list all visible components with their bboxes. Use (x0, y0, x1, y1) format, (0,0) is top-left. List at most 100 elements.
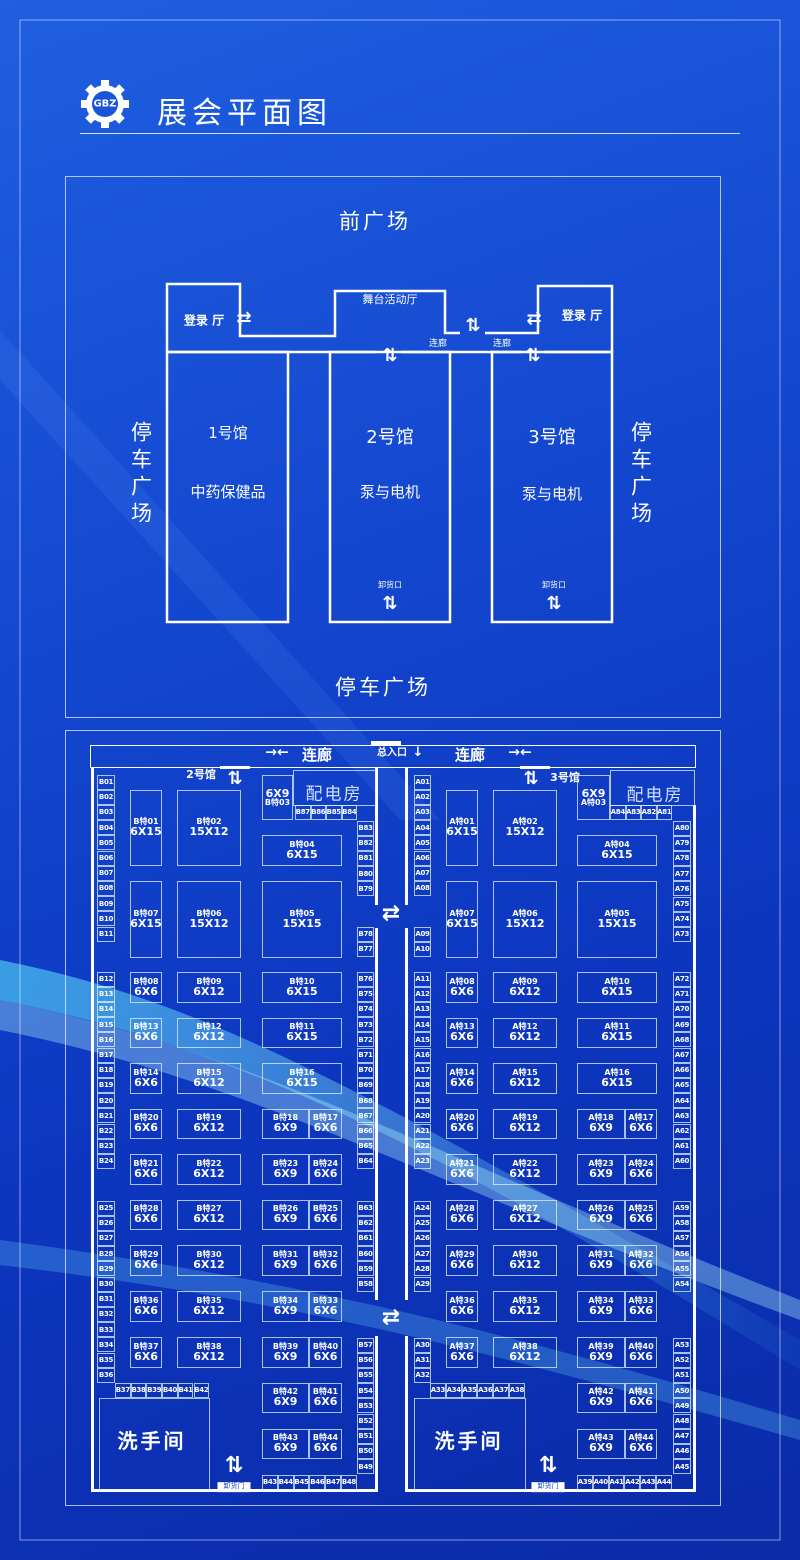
standard-booth[interactable]: A07 (414, 865, 431, 881)
standard-booth[interactable]: A08 (414, 880, 431, 896)
standard-booth[interactable]: B34 (97, 1337, 115, 1353)
standard-booth[interactable]: A57 (673, 1230, 691, 1246)
standard-booth[interactable]: A79 (673, 835, 691, 851)
standard-booth[interactable]: B84 (341, 804, 357, 820)
standard-booth[interactable]: A03 (414, 804, 431, 820)
standard-booth[interactable]: A56 (673, 1246, 691, 1262)
standard-booth[interactable]: A18 (414, 1077, 431, 1093)
standard-booth[interactable]: B33 (97, 1322, 115, 1338)
standard-booth[interactable]: B18 (97, 1062, 115, 1078)
standard-booth[interactable]: B24 (97, 1153, 115, 1169)
standard-booth[interactable]: B20 (97, 1093, 115, 1109)
standard-booth[interactable]: B74 (357, 1001, 374, 1017)
standard-booth[interactable]: B55 (357, 1367, 374, 1383)
standard-booth[interactable]: A12 (414, 986, 431, 1002)
standard-booth[interactable]: B82 (357, 835, 374, 851)
standard-booth[interactable]: B57 (357, 1337, 374, 1353)
standard-booth[interactable]: B78 (357, 926, 374, 942)
standard-booth[interactable]: B76 (357, 971, 374, 987)
standard-booth[interactable]: B53 (357, 1398, 374, 1414)
standard-booth[interactable]: B42 (193, 1382, 210, 1398)
standard-booth[interactable]: A35 (461, 1382, 478, 1398)
standard-booth[interactable]: B27 (97, 1230, 115, 1246)
standard-booth[interactable]: A43 (640, 1474, 656, 1490)
standard-booth[interactable]: A68 (673, 1032, 691, 1048)
standard-booth[interactable]: B54 (357, 1383, 374, 1399)
standard-booth[interactable]: B64 (357, 1153, 374, 1169)
standard-booth[interactable]: B13 (97, 986, 115, 1002)
standard-booth[interactable]: B39 (146, 1382, 163, 1398)
standard-booth[interactable]: A04 (414, 820, 431, 836)
hall-3-name[interactable]: 3号馆 (528, 427, 576, 449)
standard-booth[interactable]: B86 (310, 804, 326, 820)
standard-booth[interactable]: A30 (414, 1337, 431, 1353)
standard-booth[interactable]: A55 (673, 1261, 691, 1277)
standard-booth[interactable]: B25 (97, 1200, 115, 1216)
standard-booth[interactable]: A52 (673, 1352, 691, 1368)
standard-booth[interactable]: A13 (414, 1001, 431, 1017)
standard-booth[interactable]: B28 (97, 1246, 115, 1262)
standard-booth[interactable]: A70 (673, 1001, 691, 1017)
standard-booth[interactable]: B12 (97, 971, 115, 987)
standard-booth[interactable]: A63 (673, 1108, 691, 1124)
standard-booth[interactable]: A17 (414, 1062, 431, 1078)
standard-booth[interactable]: B67 (357, 1108, 374, 1124)
standard-booth[interactable]: A47 (673, 1428, 691, 1444)
standard-booth[interactable]: B32 (97, 1306, 115, 1322)
standard-booth[interactable]: B87 (295, 804, 311, 820)
standard-booth[interactable]: B59 (357, 1261, 374, 1277)
standard-booth[interactable]: A27 (414, 1246, 431, 1262)
standard-booth[interactable]: A23 (414, 1153, 431, 1169)
standard-booth[interactable]: A40 (592, 1474, 609, 1490)
standard-booth[interactable]: A45 (673, 1459, 691, 1475)
standard-booth[interactable]: A24 (414, 1200, 431, 1216)
standard-booth[interactable]: A60 (673, 1153, 691, 1169)
standard-booth[interactable]: B07 (97, 865, 115, 881)
standard-booth[interactable]: B72 (357, 1032, 374, 1048)
standard-booth[interactable]: B45 (293, 1474, 310, 1490)
standard-booth[interactable]: B08 (97, 880, 115, 896)
standard-booth[interactable]: A50 (673, 1383, 691, 1399)
standard-booth[interactable]: B60 (357, 1246, 374, 1262)
standard-booth[interactable]: A65 (673, 1077, 691, 1093)
standard-booth[interactable]: A46 (673, 1443, 691, 1459)
standard-booth[interactable]: A78 (673, 850, 691, 866)
standard-booth[interactable]: A09 (414, 926, 431, 942)
